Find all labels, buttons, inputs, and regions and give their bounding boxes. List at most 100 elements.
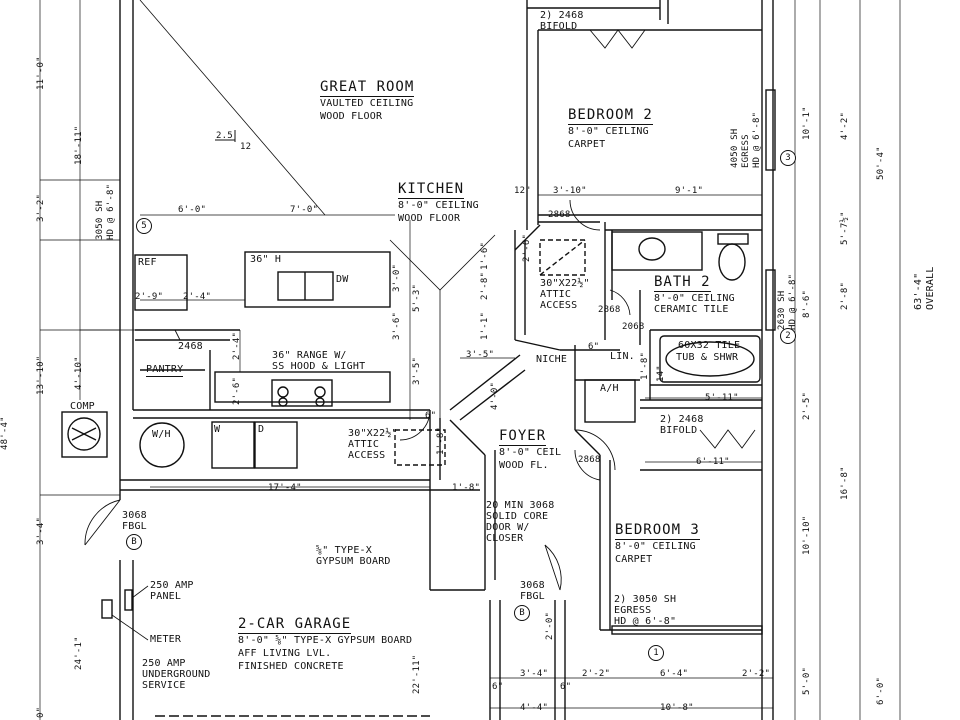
dim-3-0: 3'-0": [392, 263, 402, 292]
dim-12: 12": [514, 186, 531, 196]
dim-6-0: 6'-0": [178, 205, 207, 215]
gypsum-l1: ⅝" TYPE-X: [316, 545, 372, 556]
washer-label: W: [214, 424, 221, 435]
attic1-l2: ATTIC: [540, 289, 572, 300]
dim-1-8-a: 1'-8": [452, 483, 481, 493]
dim-2-6b: 2'-6": [522, 233, 532, 262]
window-tag-3: 3: [780, 150, 796, 166]
dim-1-6: 1'-6": [480, 241, 490, 270]
dim-3-6: 3'-6": [392, 311, 402, 340]
win-bath-l2: HD @ 6'-8": [788, 273, 798, 330]
pantry-label: PANTRY: [146, 364, 184, 377]
bedroom3-floor: CARPET: [615, 554, 653, 565]
dim-2-6: 2'-6": [232, 376, 242, 405]
dim-2-8a: 2'-8": [480, 271, 490, 300]
dim-5-11: 5'-11": [705, 393, 739, 403]
dim-9-1: 9'-1": [675, 186, 704, 196]
dim-2-0: 2'-0": [545, 611, 555, 640]
win-gr-l1: 3050 SH: [95, 200, 105, 240]
dim-left-18-11: 18'-11": [74, 125, 84, 165]
compressor: [61, 411, 108, 458]
bedroom2-floor: CARPET: [568, 139, 606, 150]
dim-left-0: 0": [36, 706, 46, 718]
vault-line: [139, 0, 326, 216]
vanity: [611, 231, 703, 271]
dim-left-24-1: 24'-1": [74, 636, 84, 670]
water-heater: [139, 422, 185, 468]
dim-right-50-4: 50'-4": [876, 146, 886, 180]
great-room-ceiling: VAULTED CEILING: [320, 98, 414, 109]
dim-4-0: 4'-0": [490, 381, 500, 410]
island-height: 36" H: [250, 254, 282, 265]
dim-left-4-10: 4'-10": [74, 356, 84, 390]
win-bed3-l3: HD @ 6'-8": [614, 616, 677, 627]
refrigerator: [134, 254, 188, 311]
overall-label: OVERALL: [925, 266, 936, 310]
dim-right-6-0: 6'-0": [876, 676, 886, 705]
dim-right-10-10: 10'-10": [802, 515, 812, 555]
dim-3-5: 3'-5": [466, 350, 495, 360]
door-swings: [84, 29, 756, 591]
garage-line3: FINISHED CONCRETE: [238, 661, 344, 672]
door-fbgl-b-2: FBGL: [520, 591, 545, 602]
dim-right-16-8: 16'-8": [840, 466, 850, 500]
range-counter: [214, 371, 391, 403]
dim-right-2-8: 2'-8": [840, 281, 850, 310]
dim-2-2-b: 2'-2": [742, 669, 771, 679]
dim-6-11: 6'-11": [696, 457, 730, 467]
foyer-door-l2: SOLID CORE: [486, 511, 549, 522]
pantry-door-label: 2468: [178, 341, 203, 352]
dim-14: 14": [656, 365, 666, 382]
panel-l2: PANEL: [150, 591, 182, 602]
niche-label: NICHE: [536, 354, 568, 365]
win-bed3-l1: 2) 3050 SH: [614, 594, 677, 605]
garage-line2: AFF LIVING LVL.: [238, 648, 332, 659]
dim-4-4: 4'-4": [520, 703, 549, 713]
bifold-mid-2: BIFOLD: [660, 425, 698, 436]
dim-2-2-a: 2'-2": [582, 669, 611, 679]
foyer-walls: [449, 354, 611, 630]
comp-label: COMP: [70, 401, 95, 412]
dim-22-11: 22'-11": [412, 654, 422, 694]
dim-2-4b: 2'-4": [232, 331, 242, 360]
roof-slope-rise: 2.5: [216, 131, 233, 141]
roof-slope-run: 12: [240, 142, 252, 152]
win-bath-l1: 2630 SH: [777, 290, 787, 330]
foyer-door-l3: DOOR W/: [486, 522, 530, 533]
foyer-door-l4: CLOSER: [486, 533, 524, 544]
dim-2-9: 2'-9": [135, 292, 164, 302]
door-2068: 2068: [622, 322, 645, 332]
dim-1-8-b: 1'-8": [436, 426, 446, 455]
dim-right-2-5: 2'-5": [802, 391, 812, 420]
bedroom3-window: [611, 625, 763, 635]
foyer-title: FOYER: [499, 428, 547, 446]
window-tag-2: 2: [780, 328, 796, 344]
tub-l2: TUB & SHWR: [676, 352, 739, 363]
dim-7-0: 7'-0": [290, 205, 319, 215]
range-note-1: 36" RANGE W/: [272, 350, 347, 361]
door-fbgl-a-2: FBGL: [122, 521, 147, 532]
kitchen-island: [244, 251, 391, 308]
hall-walls: [514, 224, 762, 471]
window-tag-1: 1: [648, 645, 664, 661]
panel-l1: 250 AMP: [150, 580, 194, 591]
dim-6d: 6": [560, 682, 572, 692]
bath2-floor: CERAMIC TILE: [654, 304, 729, 315]
bifold-top-1: 2) 2468: [540, 10, 584, 21]
bedroom2-walls: [526, 0, 774, 720]
dim-right-8-6: 8'-6": [802, 289, 812, 318]
garage-title: 2-CAR GARAGE: [238, 616, 352, 634]
foyer-floor: WOOD FL.: [499, 460, 549, 471]
foyer-ceiling: 8'-0" CEIL: [499, 447, 562, 458]
bedroom2-window: [765, 89, 776, 171]
west-exterior-wall: [119, 0, 134, 720]
bedroom2-title: BEDROOM 2: [568, 107, 653, 125]
dimension-lines: [39, 0, 901, 720]
door-2868-c: 2868: [578, 455, 601, 465]
dim-right-10-1: 10'-1": [802, 106, 812, 140]
ah-label: A/H: [600, 383, 619, 394]
great-room-floor: WOOD FLOOR: [320, 111, 383, 122]
dw-label: DW: [336, 274, 349, 285]
attic1-l1: 30"X22½": [540, 278, 590, 289]
dim-2-4: 2'-4": [183, 292, 212, 302]
